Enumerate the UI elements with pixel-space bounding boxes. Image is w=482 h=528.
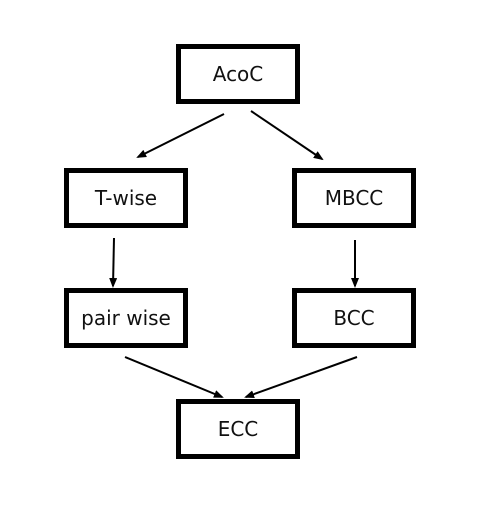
edge-twise-to-pair: [109, 237, 118, 288]
edge-bcc-to-ecc: [244, 356, 358, 399]
node-ecc-label: ECC: [217, 417, 259, 441]
node-pair-wise-label: pair wise: [81, 306, 171, 330]
node-mbcc-label: MBCC: [324, 186, 384, 210]
node-twise-label: T-wise: [94, 186, 158, 210]
edge-pair-to-ecc: [124, 356, 224, 398]
edge-acoc-to-twise: [136, 113, 225, 158]
node-bcc: BCC: [292, 288, 416, 348]
node-pair-wise: pair wise: [64, 288, 188, 348]
node-mbcc: MBCC: [292, 168, 416, 228]
node-acoc-label: AcoC: [212, 62, 264, 86]
node-twise: T-wise: [64, 168, 188, 228]
edge-acoc-to-mbcc: [250, 110, 324, 161]
node-ecc: ECC: [176, 399, 300, 459]
node-acoc: AcoC: [176, 44, 300, 104]
node-bcc-label: BCC: [333, 306, 375, 330]
